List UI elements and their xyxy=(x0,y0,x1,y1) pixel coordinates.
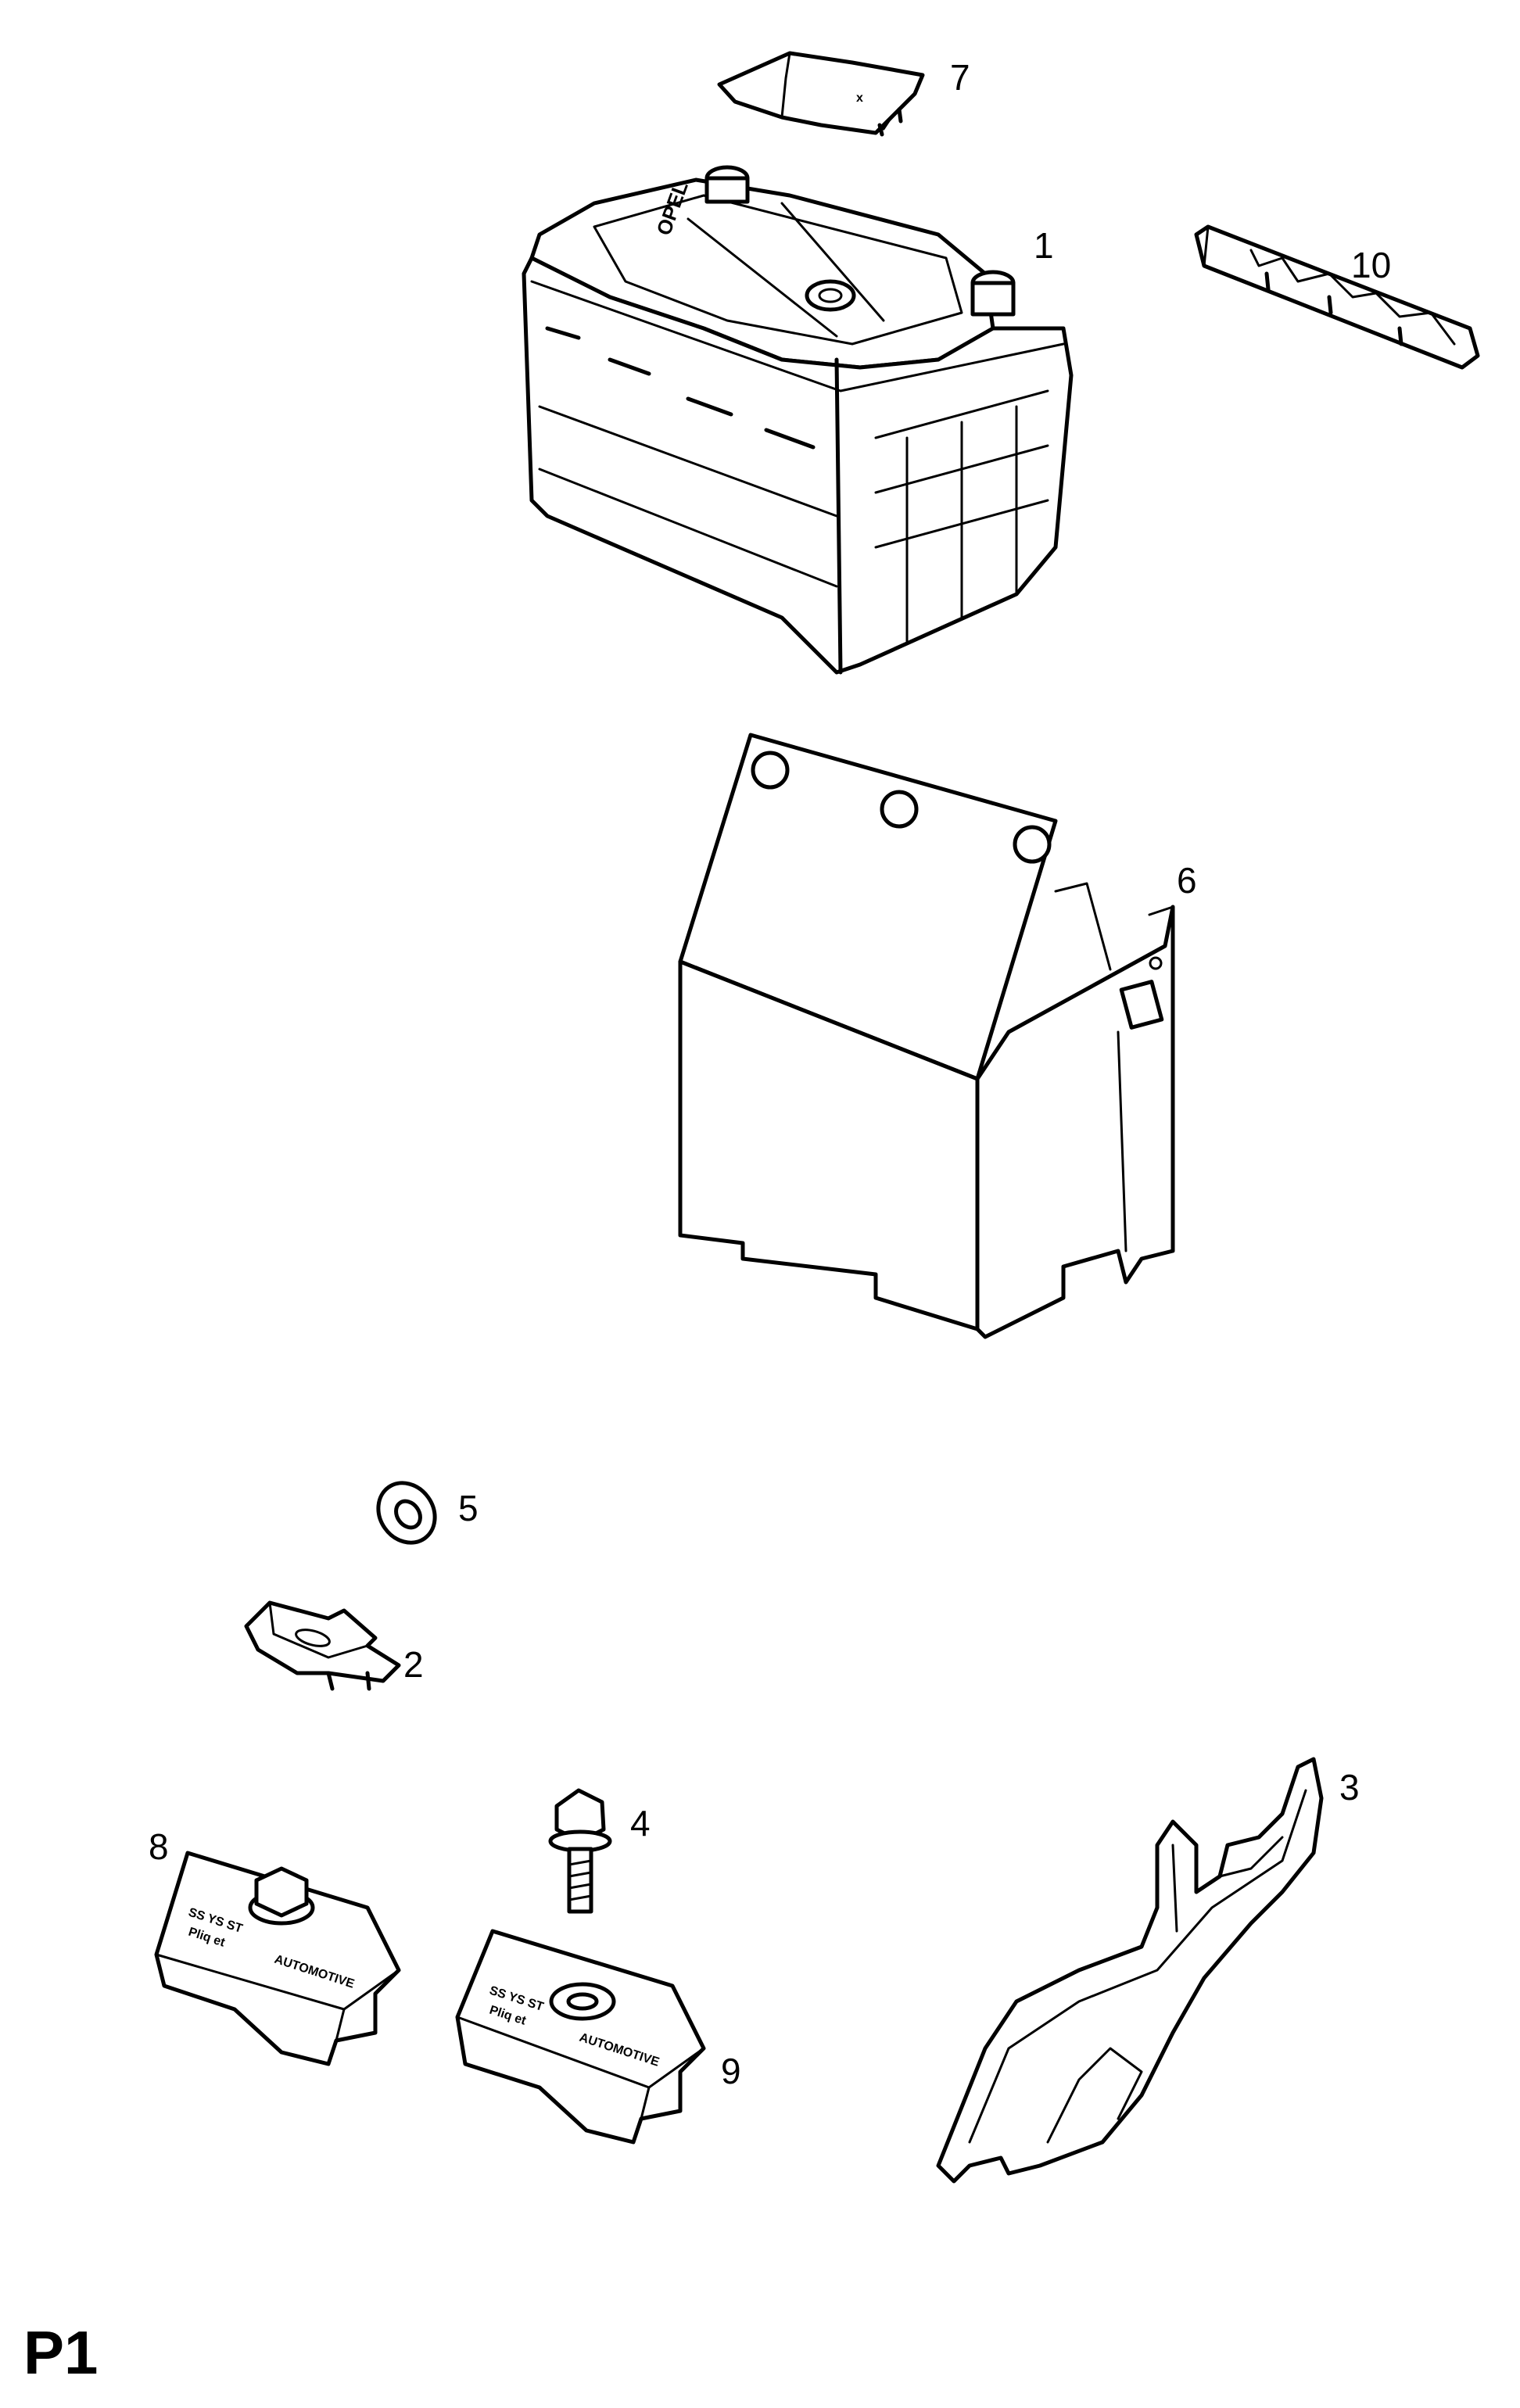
svg-text:x: x xyxy=(856,91,863,105)
insulator-box-part xyxy=(678,733,1175,1339)
clamp-block-bolted-part: SS YS ST Pliq et AUTOMOTIVE xyxy=(154,1851,401,2066)
callout-6: 6 xyxy=(1177,860,1197,901)
tray-bracket-part xyxy=(936,1757,1324,2184)
callout-2: 2 xyxy=(403,1644,424,1685)
callout-8: 8 xyxy=(149,1826,169,1867)
hold-down-clamp-part xyxy=(244,1600,401,1691)
callout-7: 7 xyxy=(950,57,970,98)
strip-part xyxy=(1194,224,1480,370)
callout-4: 4 xyxy=(630,1803,651,1844)
callout-9: 9 xyxy=(721,2051,741,2091)
bolt-part xyxy=(548,1788,612,1914)
terminal-cover-part: x xyxy=(717,51,925,137)
callout-10: 10 xyxy=(1351,245,1391,285)
callout-3: 3 xyxy=(1339,1767,1360,1808)
washer-part xyxy=(376,1481,437,1545)
callout-1: 1 xyxy=(1034,225,1054,266)
page-code: P1 xyxy=(23,2318,98,2387)
clamp-block-part: SS YS ST Pliq et AUTOMOTIVE xyxy=(455,1929,706,2145)
battery-part: OPEL xyxy=(522,165,1074,675)
callout-5: 5 xyxy=(458,1488,479,1528)
